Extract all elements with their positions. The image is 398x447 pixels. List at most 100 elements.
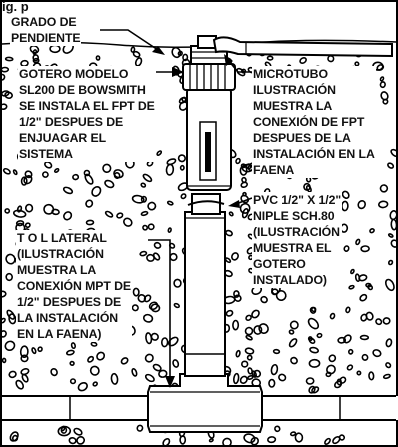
label-line: PENDIENTE — [11, 31, 81, 45]
gravel-stone — [251, 309, 260, 319]
gravel-stone — [241, 207, 249, 219]
gravel-stone — [150, 332, 159, 341]
gravel-stone — [20, 354, 29, 363]
gravel-stone — [348, 284, 355, 290]
gravel-stone — [368, 371, 375, 381]
gravel-stone — [173, 302, 181, 309]
gravel-stone — [356, 370, 362, 376]
gravel-stone — [76, 436, 86, 445]
gravel-stone — [32, 49, 38, 56]
gravel-stone — [0, 66, 10, 73]
gravel-stone — [15, 379, 25, 390]
gravel-stone — [87, 355, 95, 363]
gravel-stone — [91, 185, 102, 197]
tee-fitting — [147, 373, 263, 433]
gravel-stone — [167, 336, 179, 347]
gravel-stone — [132, 287, 140, 297]
gravel-stone — [69, 378, 77, 385]
gravel-stone — [390, 218, 398, 231]
gravel-stone — [167, 227, 172, 233]
gravel-stone — [244, 326, 254, 336]
gravel-stone — [177, 154, 186, 163]
gravel-stone — [354, 61, 360, 67]
gravel-stone — [274, 425, 281, 433]
gravel-stone — [4, 208, 11, 214]
gravel-stone — [2, 167, 11, 175]
gravel-stone — [92, 381, 98, 387]
gravel-stone — [233, 294, 242, 302]
gravel-stone — [0, 103, 8, 111]
gravel-stone — [85, 219, 95, 226]
gravel-stone — [225, 229, 233, 237]
gravel-stone — [289, 431, 297, 437]
gravel-stone — [182, 53, 189, 62]
gravel-stone — [385, 338, 393, 348]
gravel-stone — [308, 385, 316, 394]
gravel-stone — [290, 356, 298, 365]
gravel-stone — [253, 325, 263, 335]
gravel-stone — [278, 373, 287, 382]
label-line: ENJUAGAR EL — [19, 131, 107, 145]
gravel-stone — [250, 436, 259, 446]
gravel-stone — [0, 290, 7, 298]
gravel-stone — [308, 337, 316, 344]
label-line: GOTERO — [253, 257, 306, 271]
label-line: ILUSTRACIÓN — [253, 83, 336, 97]
gravel-stone — [245, 334, 253, 341]
microtube — [212, 36, 393, 58]
gravel-stone — [130, 46, 136, 53]
gravel-stone — [144, 373, 155, 383]
label-line: CONEXIÓN DE FPT — [253, 115, 365, 129]
gravel-stone — [113, 169, 124, 179]
gravel-stone — [232, 319, 240, 331]
gravel-stone — [140, 210, 149, 217]
gravel-stone — [89, 365, 100, 376]
gravel-stone — [382, 317, 391, 325]
gravel-stone — [382, 373, 391, 380]
gravel-stone — [235, 157, 241, 165]
gravel-stone — [179, 164, 185, 171]
gravel-stone — [329, 312, 336, 320]
gravel-stone — [384, 278, 395, 292]
gravel-stone — [350, 268, 355, 275]
gravel-stone — [288, 338, 298, 348]
gravel-stone — [239, 375, 248, 384]
gravel-stone — [150, 303, 161, 313]
gravel-stone — [382, 98, 389, 105]
gravel-stone — [339, 376, 347, 384]
gravel-stone — [305, 185, 312, 193]
gravel-stone — [90, 341, 98, 347]
label-line: INSTALACIÓN EN LA — [253, 147, 375, 161]
gravel-stone — [43, 203, 55, 215]
gravel-stone — [289, 320, 299, 330]
gravel-stone — [0, 330, 7, 338]
gravel-stone — [140, 182, 147, 188]
gravel-stone — [95, 55, 101, 61]
gravel-stone — [375, 318, 383, 326]
gravel-stone — [367, 284, 374, 291]
gravel-stone — [390, 239, 398, 248]
gravel-stone — [73, 427, 83, 436]
label-line: PVC 1/2" X 1/2" — [253, 193, 342, 207]
gravel-stone — [20, 367, 30, 376]
gravel-stone — [345, 306, 351, 314]
gravel-stone — [31, 347, 37, 355]
gravel-stone — [20, 176, 28, 186]
gravel-stone — [120, 357, 129, 365]
gravel-stone — [134, 57, 143, 67]
gravel-stone — [8, 313, 17, 325]
label-line: MUESTRA LA — [17, 263, 97, 277]
gravel-stone — [131, 368, 138, 377]
gravel-stone — [294, 432, 304, 443]
gravel-stone — [132, 50, 141, 58]
label-line: CONEXIÓN MPT DE — [17, 279, 131, 293]
gravel-stone — [270, 363, 279, 376]
gravel-stone — [172, 359, 180, 368]
gravel-stone — [104, 210, 114, 218]
label-line: GRADO DE — [11, 15, 77, 29]
gravel-stone — [316, 332, 323, 339]
gravel-stone — [24, 203, 34, 213]
gravel-stone — [85, 199, 94, 208]
